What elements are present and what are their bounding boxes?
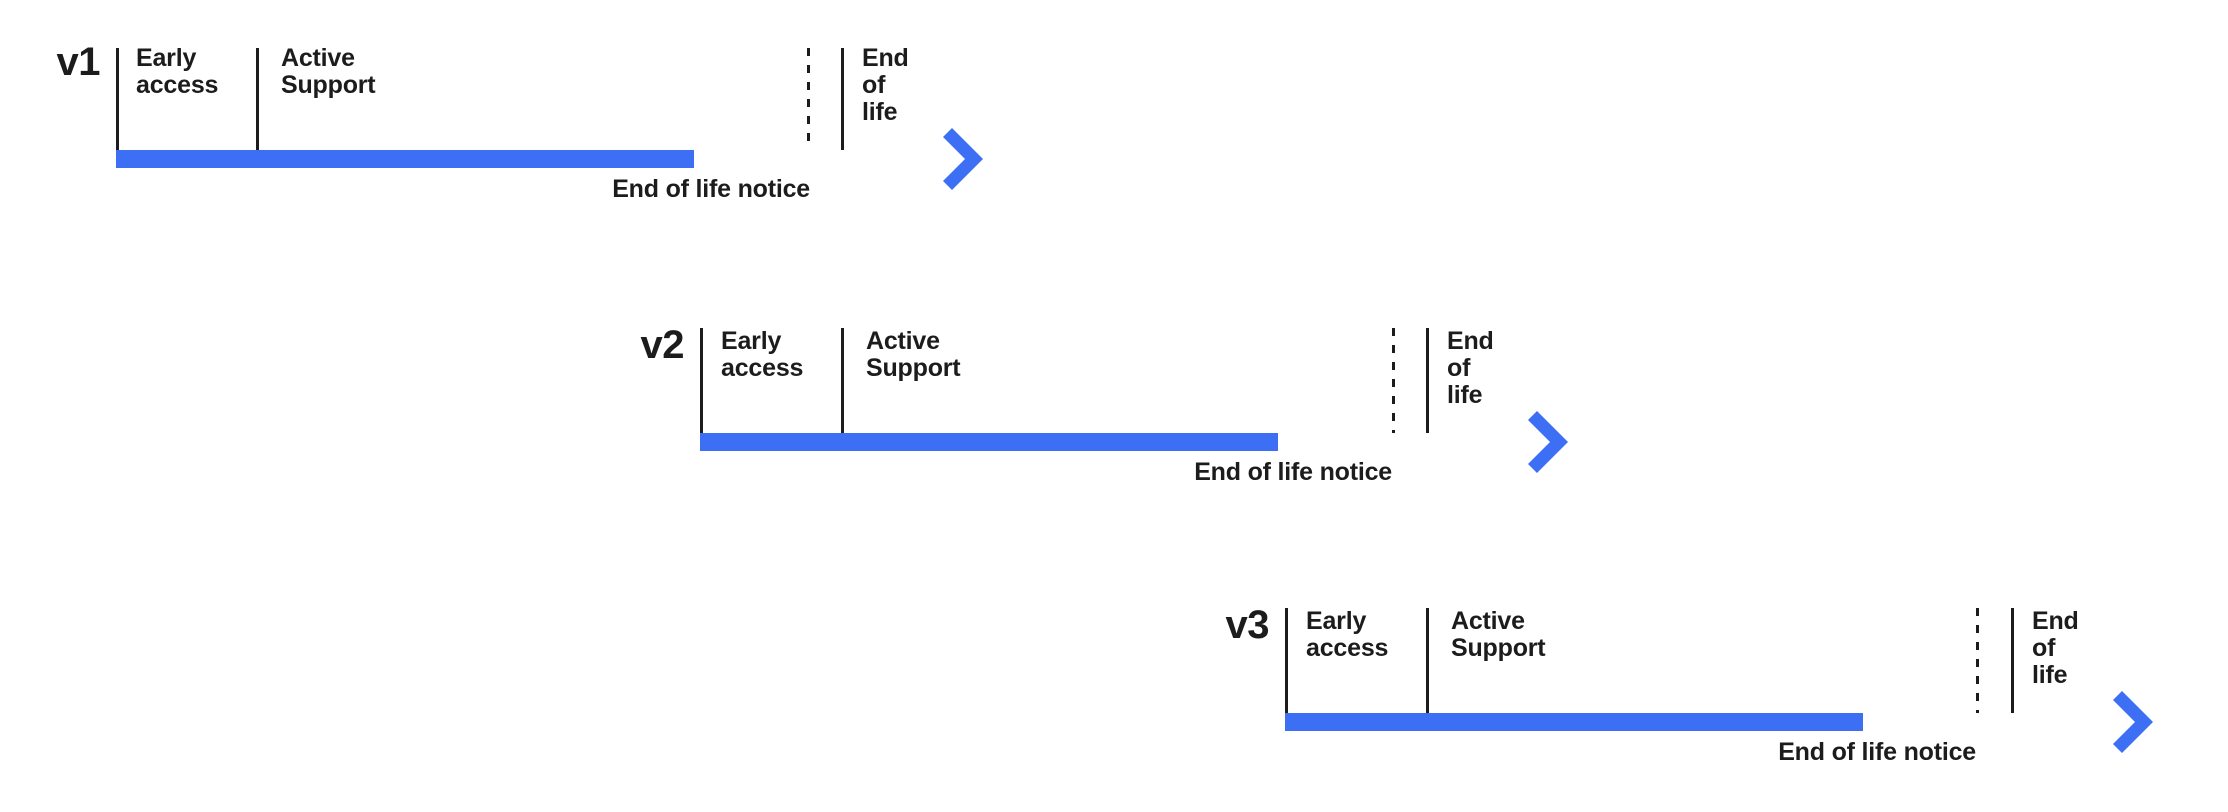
divider-end-of-life-v2 — [1426, 328, 1429, 433]
timeline-bar-v3 — [1285, 713, 1863, 731]
segment-label-end-of-life-v1: End of life — [862, 44, 909, 126]
divider-start-v2 — [700, 328, 703, 433]
divider-end-of-life-notice-v2 — [1392, 328, 1395, 433]
timeline-arrowhead-v3 — [2113, 691, 2153, 753]
divider-start-v1 — [116, 48, 119, 150]
timeline-arrowhead-v1 — [943, 128, 983, 190]
divider-active-support-start-v3 — [1426, 608, 1429, 713]
segment-label-active-support-v3: Active Support — [1451, 607, 1546, 662]
end-of-life-notice-label-v3: End of life notice — [1778, 738, 1976, 766]
version-label-v1: v1 — [56, 40, 101, 84]
segment-label-early-access-v1: Early access — [136, 44, 219, 99]
segment-label-active-support-v1: Active Support — [281, 44, 376, 99]
segment-label-active-support-v2: Active Support — [866, 327, 961, 382]
divider-active-support-start-v2 — [841, 328, 844, 433]
end-of-life-notice-label-v1: End of life notice — [612, 175, 810, 203]
timeline-arrowhead-v2 — [1528, 411, 1568, 473]
end-of-life-notice-label-v2: End of life notice — [1194, 458, 1392, 486]
timeline-bar-v1 — [116, 150, 694, 168]
segment-label-early-access-v2: Early access — [721, 327, 804, 382]
divider-end-of-life-notice-v3 — [1976, 608, 1979, 713]
segment-label-early-access-v3: Early access — [1306, 607, 1389, 662]
segment-label-end-of-life-v3: End of life — [2032, 607, 2079, 689]
divider-end-of-life-v1 — [841, 48, 844, 150]
divider-end-of-life-v3 — [2011, 608, 2014, 713]
divider-end-of-life-notice-v1 — [807, 48, 810, 150]
version-label-v2: v2 — [640, 323, 685, 367]
version-label-v3: v3 — [1225, 603, 1270, 647]
divider-start-v3 — [1285, 608, 1288, 713]
divider-active-support-start-v1 — [256, 48, 259, 150]
timeline-bar-v2 — [700, 433, 1278, 451]
segment-label-end-of-life-v2: End of life — [1447, 327, 1494, 409]
